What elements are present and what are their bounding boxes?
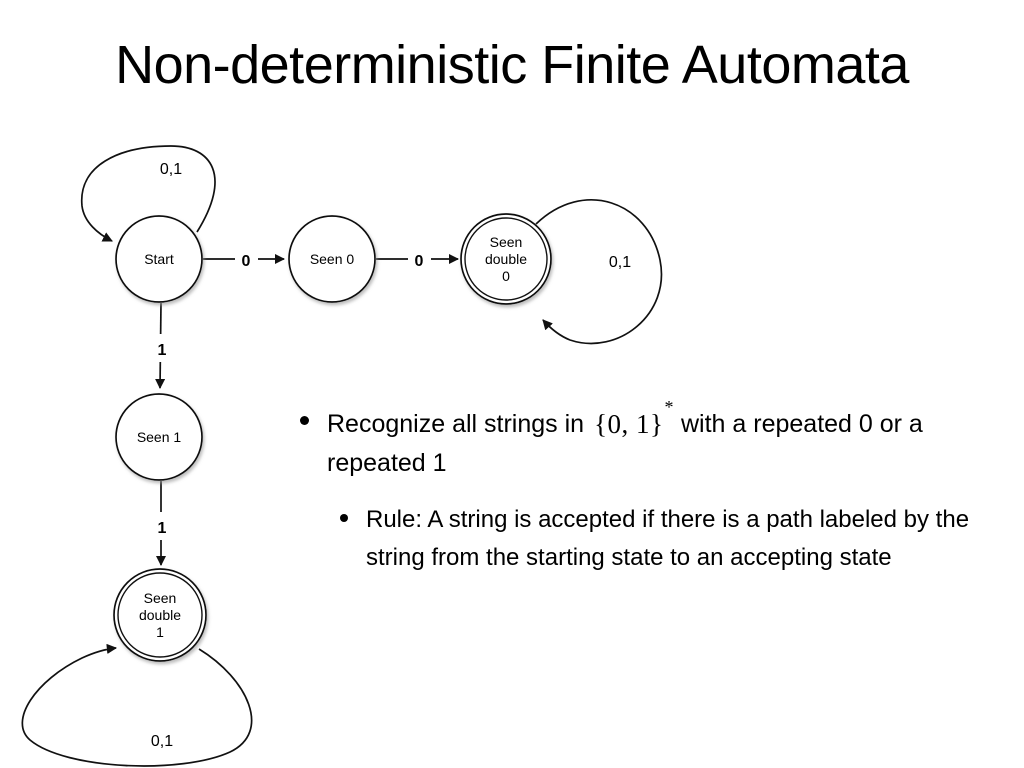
bullet1-text-after: with a repeated 0 or a repeated 1: [327, 410, 923, 478]
state-label-seen-double1-line2: double: [139, 607, 181, 623]
edge-seen-double0-self-loop: [535, 199, 663, 345]
svg-text:0,1: 0,1: [609, 254, 631, 271]
edge-label-start-to-seen1: 1: [152, 334, 172, 362]
bullet-dot-icon: [340, 514, 348, 523]
state-node-seen-double1[interactable]: Seen double 1: [113, 568, 207, 662]
state-node-seen1[interactable]: Seen 1: [115, 393, 203, 481]
edge-label-seen1-to-seen-double1: 1: [152, 512, 172, 540]
state-label-seen-double1-line1: Seen: [144, 590, 177, 606]
list-item: Rule: A string is accepted if there is a…: [340, 501, 1000, 577]
svg-text:0,1: 0,1: [151, 733, 173, 750]
bullet-dot-icon: [300, 416, 309, 425]
state-label-start: Start: [144, 251, 174, 267]
edge-label-seen-double0-self-loop: 0,1: [600, 245, 640, 274]
svg-text:1: 1: [158, 342, 167, 359]
math-set-literal: {0, 1}: [594, 409, 664, 439]
edge-seen-double1-self-loop: [21, 643, 253, 767]
math-expression-alphabet-star: {0, 1}*: [584, 397, 681, 439]
state-label-seen1: Seen 1: [137, 429, 182, 445]
bullet1-text-before: Recognize all strings in: [327, 410, 585, 438]
edge-label-start-self-loop: 0,1: [152, 152, 191, 180]
edge-label-start-to-seen0: 0: [235, 245, 258, 272]
edge-label-seen0-to-seen-double0: 0: [408, 245, 431, 272]
svg-text:1: 1: [158, 520, 167, 537]
math-kleene-star: *: [664, 397, 674, 418]
list-item: Recognize all strings in{0, 1}*with a re…: [300, 397, 1000, 483]
state-node-start[interactable]: Start: [115, 215, 203, 303]
state-label-seen0: Seen 0: [310, 251, 355, 267]
state-label-seen-double0-line1: Seen: [490, 234, 523, 250]
edge-start-self-loop: [81, 145, 216, 242]
bullet-text-level1: Recognize all strings in{0, 1}*with a re…: [327, 397, 1000, 483]
edge-label-seen-double1-self-loop: 0,1: [142, 724, 183, 753]
bullet-text-level2: Rule: A string is accepted if there is a…: [366, 506, 970, 572]
state-label-seen-double0-line2: double: [485, 251, 527, 267]
bullet-list: Recognize all strings in{0, 1}*with a re…: [300, 397, 1000, 577]
state-node-seen-double0[interactable]: Seen double 0: [460, 213, 552, 305]
page-title: Non-deterministic Finite Automata: [115, 35, 909, 95]
state-node-seen0[interactable]: Seen 0: [288, 215, 376, 303]
svg-text:0,1: 0,1: [160, 161, 182, 178]
nfa-state-diagram: Start Seen 0 Seen double 0 Seen 1 Seen d…: [0, 140, 700, 768]
state-label-seen-double0-line3: 0: [502, 268, 510, 284]
svg-text:0: 0: [242, 253, 251, 270]
svg-text:0: 0: [415, 253, 424, 270]
state-label-seen-double1-line3: 1: [156, 624, 164, 640]
